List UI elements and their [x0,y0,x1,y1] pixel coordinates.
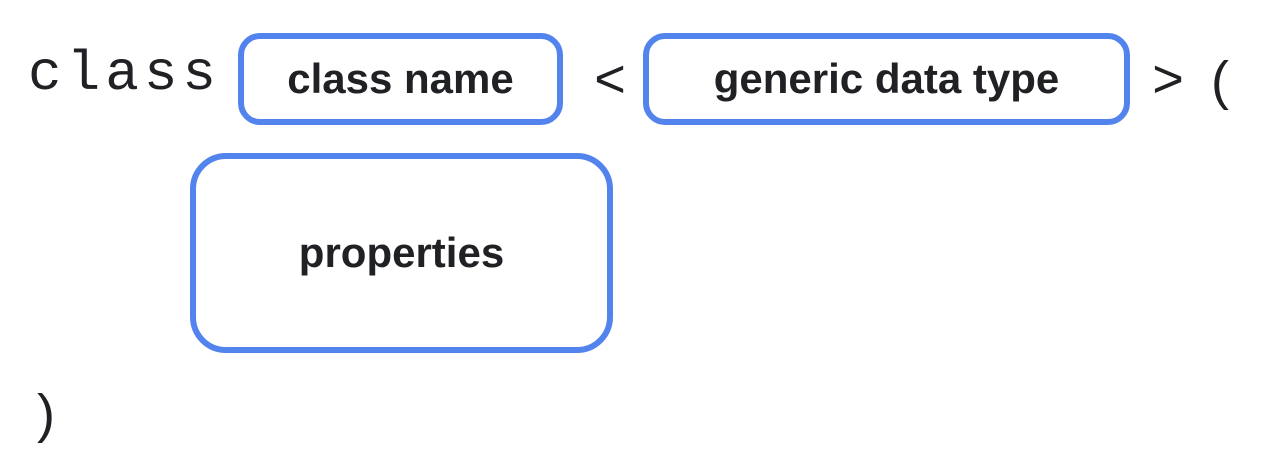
open-parenthesis: ( [1211,51,1229,111]
greater-than-symbol: > [1152,49,1184,109]
class-name-box: class name [238,33,563,125]
class-name-label: class name [287,55,514,102]
close-parenthesis: ) [37,384,55,444]
properties-box: properties [190,153,613,353]
generic-data-type-box: generic data type [643,33,1130,125]
properties-label: properties [298,229,505,276]
class-keyword: class [28,42,222,106]
less-than-symbol: < [594,49,626,109]
generic-data-type-label: generic data type [713,55,1060,102]
